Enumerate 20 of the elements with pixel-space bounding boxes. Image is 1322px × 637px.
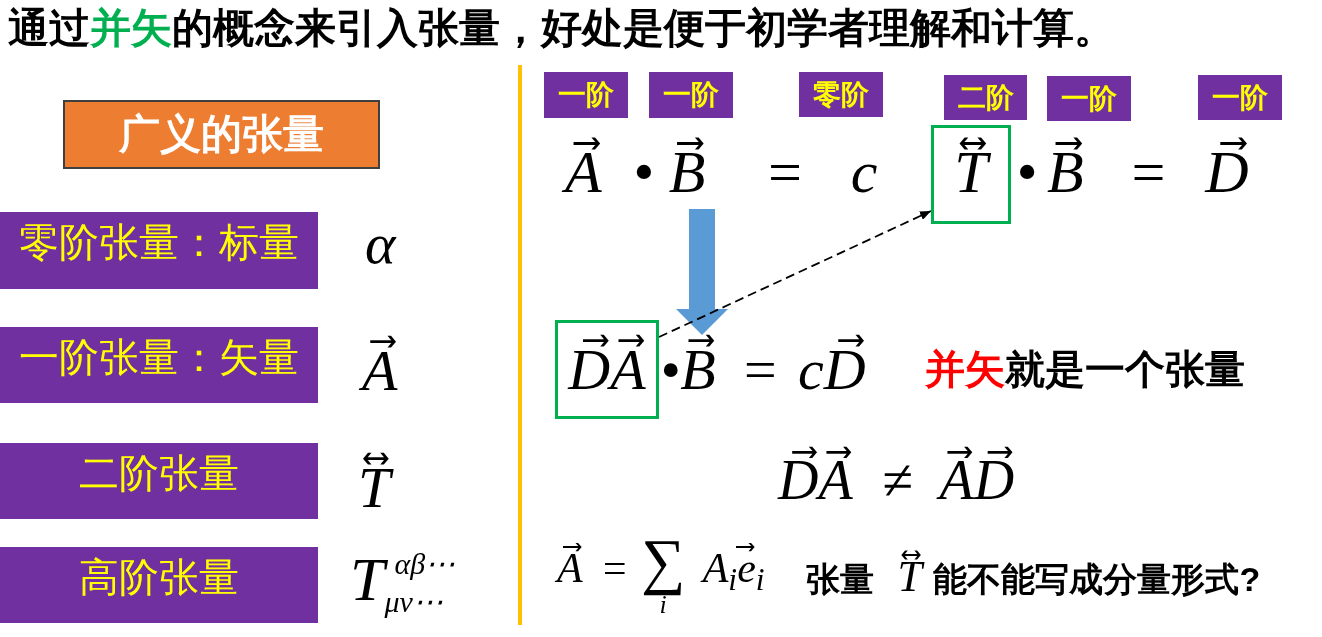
heading-banner: 广义的张量 — [63, 100, 380, 169]
category-banner: 一阶张量：矢量 — [0, 327, 318, 403]
order-tag: 一阶 — [1198, 75, 1282, 120]
order-tag: 零阶 — [799, 72, 883, 117]
statement-text: 并矢就是一个张量 — [925, 346, 1245, 393]
order-tag: 一阶 — [544, 72, 628, 118]
category-banner: 零阶张量：标量 — [0, 212, 318, 289]
block-arrow — [676, 209, 728, 335]
highlight-frame: D⃗A⃗ — [555, 320, 659, 419]
category-banner: 二阶张量 — [0, 443, 318, 519]
question-text: 张量 T⃡ 能不能写成分量形式? — [806, 551, 1261, 603]
highlight-frame: T⃡ — [931, 125, 1011, 224]
order-tag: 一阶 — [649, 72, 733, 118]
equation: • B⃗ = D⃗ — [1016, 139, 1249, 205]
title: 通过并矢的概念来引入张量，好处是便于初学者理解和计算。 — [8, 4, 1115, 53]
order-tag: 一阶 — [1047, 76, 1131, 121]
category-banner: 高阶张量 — [0, 547, 318, 623]
dashed-arrow — [658, 210, 932, 338]
math-symbol: α — [365, 212, 396, 276]
order-tag: 二阶 — [944, 75, 1027, 120]
